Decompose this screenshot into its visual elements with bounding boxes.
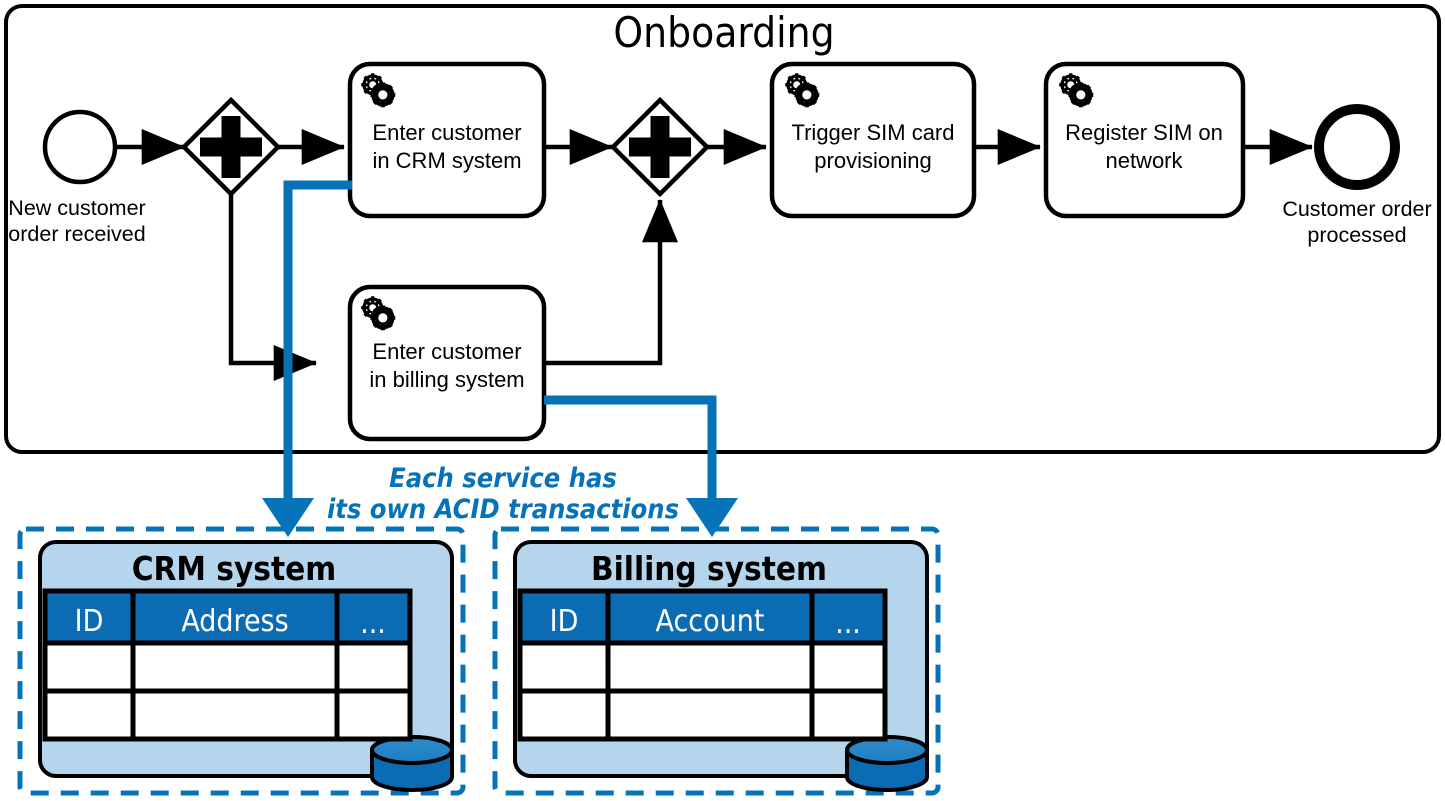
start-event-label-line1: New customer	[8, 196, 145, 220]
database-cylinder-icon	[370, 735, 454, 792]
task-label-sim-line2: provisioning	[814, 148, 931, 173]
billing-dashed-boundary	[492, 526, 941, 796]
flow-billing-to-join	[544, 199, 678, 366]
billing-table-grid	[517, 588, 888, 742]
task-label-billing-line1: Enter customer	[372, 339, 521, 364]
end-event-label-line1: Customer order	[1282, 197, 1431, 221]
assoc-arrowhead-billing	[686, 498, 738, 537]
start-event-label-line2: order received	[8, 222, 145, 246]
task-label-register-line2: network	[1105, 148, 1183, 173]
assoc-crm-to-crmdb	[283, 180, 352, 505]
billing-column-header-account: Account	[656, 604, 765, 639]
service-task-icons	[361, 73, 1094, 331]
crm-column-header-address: Address	[181, 604, 288, 639]
crm-column-header-more: ...	[360, 606, 386, 641]
task-boxes	[347, 61, 1246, 442]
crm-dashed-boundary	[17, 526, 466, 796]
database-cylinder-icon	[845, 735, 929, 792]
task-box-crm	[347, 61, 547, 219]
system-group-billing	[492, 526, 941, 796]
gateway-parallel-join	[609, 96, 711, 198]
service-gears-icon	[361, 296, 396, 331]
system-group-crm	[17, 526, 466, 796]
service-gears-icon	[1059, 73, 1094, 108]
gateway-parallel-split	[180, 96, 282, 198]
annotation-line2: its own ACID transactions	[327, 494, 679, 525]
assoc-arrowhead-crm	[262, 498, 314, 537]
task-box-billing	[347, 284, 547, 442]
task-label-crm-line2: in CRM system	[372, 148, 521, 173]
task-box-sim	[769, 61, 977, 219]
task-label-register-line1: Register SIM on	[1065, 120, 1223, 145]
billing-column-header-more: ...	[835, 606, 861, 641]
start-event	[42, 109, 118, 185]
annotation-line1: Each service has	[389, 463, 617, 494]
crm-system-title: CRM system	[132, 549, 337, 588]
assoc-billing-to-billingdb	[544, 395, 717, 505]
end-event	[1314, 104, 1400, 190]
task-label-crm-line1: Enter customer	[372, 120, 521, 145]
pool-title: Onboarding	[613, 8, 834, 57]
crm-table-grid	[42, 588, 413, 742]
end-event-label-line2: processed	[1307, 223, 1406, 247]
service-gears-icon	[361, 73, 396, 108]
task-box-register	[1043, 61, 1246, 219]
data-association-flows	[283, 180, 717, 505]
task-label-sim-line1: Trigger SIM card	[791, 120, 954, 145]
crm-column-header-id: ID	[75, 604, 104, 639]
billing-system-title: Billing system	[591, 549, 827, 588]
task-label-billing-line2: in billing system	[369, 367, 524, 392]
billing-column-header-id: ID	[550, 604, 579, 639]
service-gears-icon	[785, 73, 820, 108]
data-association-arrowheads	[262, 498, 738, 537]
